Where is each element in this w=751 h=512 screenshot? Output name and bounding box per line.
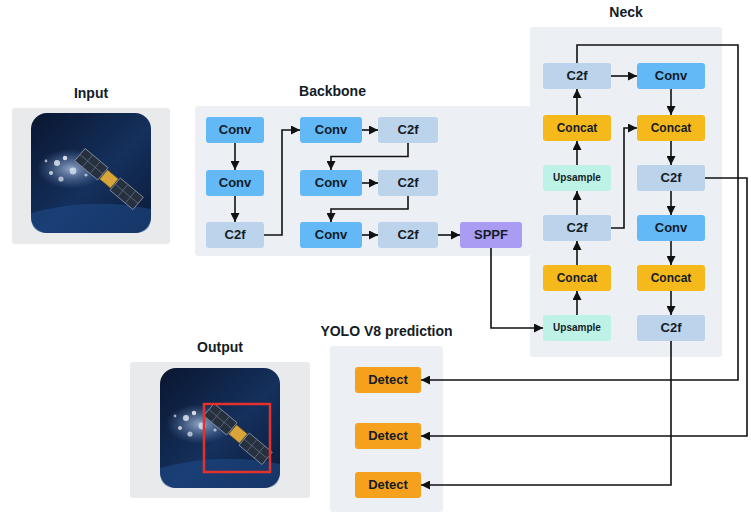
block-label: Conv [315,122,348,138]
upsample-block: Upsample [543,315,611,341]
block-label: Detect [368,428,408,444]
flow-arrow [362,182,378,184]
block-label: C2f [567,220,588,236]
panel-fill [130,362,310,498]
input-panel: Input [12,108,170,244]
c2f-block: C2f [378,222,438,248]
concat-block: Concat [543,265,611,291]
flow-arrow [670,89,672,115]
upsample-block: Upsample [543,165,611,191]
flow-arrow [576,141,578,165]
conv-block: Conv [637,215,705,241]
panel-title: Backbone [299,83,366,99]
concat-block: Concat [543,115,611,141]
block-label: Upsample [553,322,601,334]
conv-block: Conv [300,117,362,143]
c2f-block: C2f [378,170,438,196]
detect-block: Detect [355,423,421,449]
panel-title: YOLO V8 prediction [320,323,452,339]
block-label: Concat [557,121,598,135]
flow-arrow [670,241,672,265]
c2f-block: C2f [206,222,264,248]
c2f-block: C2f [637,165,705,191]
panel-title: Output [197,339,243,355]
flow-arrow [234,196,236,222]
c2f-block: C2f [378,117,438,143]
flow-arrow [670,291,672,315]
block-label: C2f [398,175,419,191]
detect-block: Detect [355,367,421,393]
block-label: Concat [651,271,692,285]
flow-arrow [576,89,578,115]
output-panel: Output [130,362,310,498]
backbone-panel: BackboneConvConvC2fConvC2fConvC2fConvC2f… [195,106,530,256]
conv-block: Conv [206,117,264,143]
panel-title: Input [74,85,108,101]
c2f-block: C2f [543,63,611,89]
block-label: C2f [661,170,682,186]
block-label: C2f [225,227,246,243]
flow-arrow [670,141,672,165]
block-label: Conv [219,175,252,191]
block-label: Conv [219,122,252,138]
flow-arrow [421,341,671,485]
block-label: Conv [315,227,348,243]
conv-block: Conv [637,63,705,89]
flow-arrow [362,129,378,131]
block-label: C2f [567,68,588,84]
c2f-block: C2f [543,215,611,241]
block-label: Conv [655,68,688,84]
block-label: SPPF [474,227,508,243]
block-label: C2f [398,227,419,243]
block-label: Conv [655,220,688,236]
concat-block: Concat [637,115,705,141]
flow-arrow [576,241,578,265]
conv-block: Conv [300,222,362,248]
block-label: C2f [661,320,682,336]
conv-block: Conv [206,170,264,196]
panel-title: Neck [609,4,642,20]
flow-arrow [576,291,578,315]
block-label: Detect [368,477,408,493]
flow-arrow [611,75,637,77]
sppf-block: SPPF [460,222,522,248]
flow-arrow [438,234,460,236]
flow-arrow [670,191,672,215]
flow-arrow [234,143,236,170]
block-label: Detect [368,372,408,388]
neck-panel: NeckC2fConcatUpsampleC2fConcatUpsampleCo… [530,27,722,357]
block-label: Concat [651,121,692,135]
block-label: Concat [557,271,598,285]
conv-block: Conv [300,170,362,196]
block-label: Conv [315,175,348,191]
block-label: C2f [398,122,419,138]
concat-block: Concat [637,265,705,291]
flow-arrow [576,191,578,215]
c2f-block: C2f [637,315,705,341]
flow-arrow [362,234,378,236]
prediction-panel: YOLO V8 predictionDetectDetectDetect [330,346,443,512]
block-label: Upsample [553,172,601,184]
panel-fill [12,108,170,244]
detect-block: Detect [355,472,421,498]
